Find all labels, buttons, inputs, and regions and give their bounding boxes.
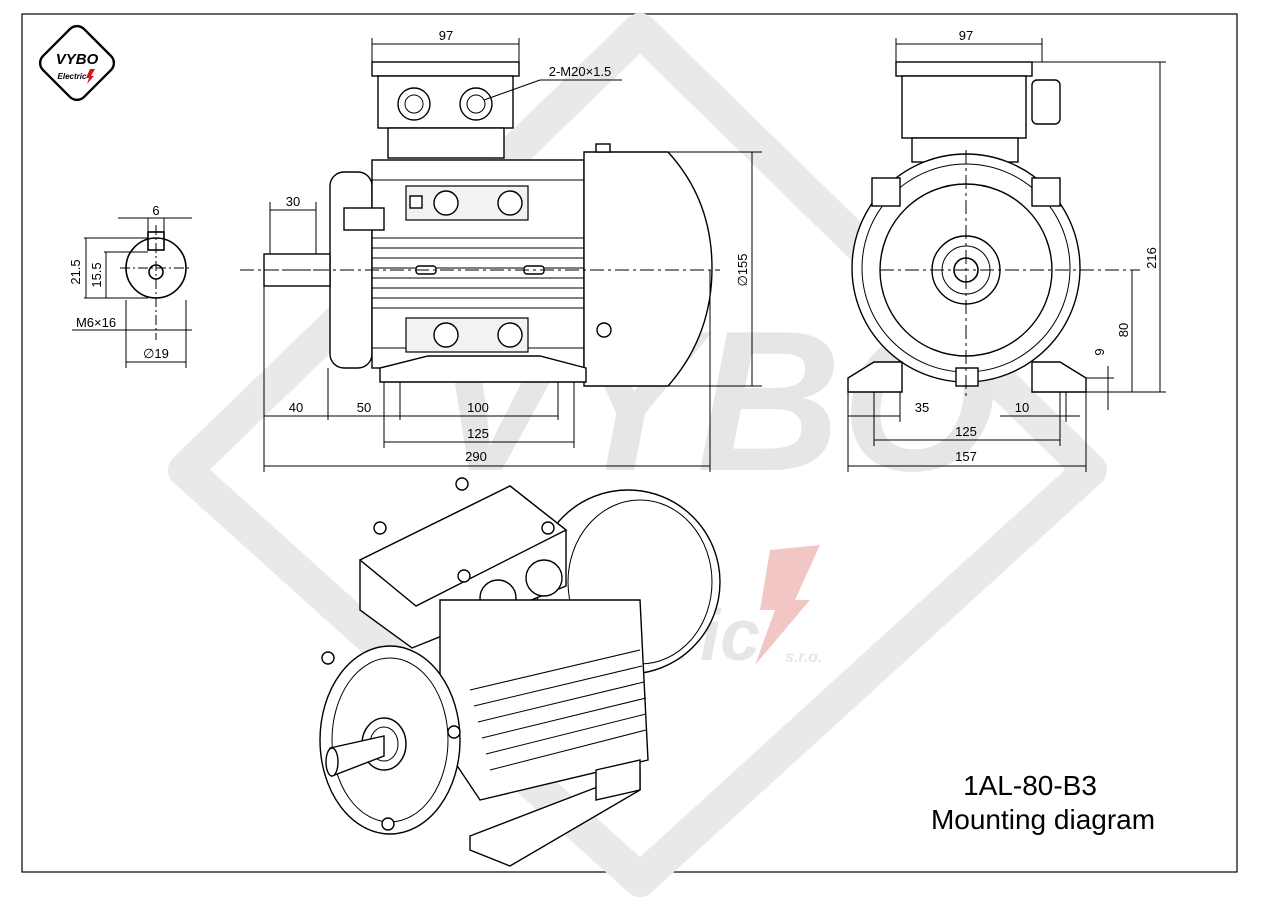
- dim-key-width: 6: [152, 203, 159, 218]
- dim-total-height: 216: [1144, 247, 1159, 269]
- shaft-section-view: 6 21.5 15.5 M6×16 ∅19: [68, 203, 192, 368]
- model-title: 1AL-80-B3: [963, 770, 1097, 801]
- dim-body-diameter: ∅155: [735, 253, 750, 286]
- watermark-bolt-icon: [755, 545, 820, 665]
- dim-terminal-box-width-side: 97: [439, 28, 453, 43]
- diagram-subtitle: Mounting diagram: [931, 804, 1155, 835]
- dim-shaft-to-flange: 40: [289, 400, 303, 415]
- dim-thread: M6×16: [76, 315, 116, 330]
- dim-height-inner: 15.5: [89, 262, 104, 287]
- dim-foot-length: 125: [467, 426, 489, 441]
- label-cable-gland: 2-M20×1.5: [549, 64, 612, 79]
- side-view: 97 2-M20×1.5 30 ∅155 40 50 100 125 290: [240, 28, 762, 472]
- logo-bolt-icon: [86, 69, 95, 84]
- iso-fins: [469, 649, 647, 771]
- title-block: 1AL-80-B3 Mounting diagram: [931, 770, 1155, 835]
- watermark-suffix: s.r.o.: [785, 649, 822, 666]
- dim-shaft-height: 80: [1116, 323, 1131, 337]
- dim-hole-diameter: 10: [1015, 400, 1029, 415]
- logo-brand: VYBO: [56, 51, 99, 68]
- dim-flange-to-foot: 50: [357, 400, 371, 415]
- dim-foot-thickness: 9: [1092, 348, 1107, 355]
- dim-total-length: 290: [465, 449, 487, 464]
- dim-shaft-length: 30: [286, 194, 300, 209]
- dim-total-width: 157: [955, 449, 977, 464]
- dim-height-total: 21.5: [68, 259, 83, 284]
- dim-terminal-box-width-front: 97: [959, 28, 973, 43]
- front-view: 97 216 80 9 35 10 125 157: [847, 28, 1166, 472]
- isometric-view: [319, 477, 721, 867]
- dim-foot-width: 35: [915, 400, 929, 415]
- dim-foot-hole-spacing: 100: [467, 400, 489, 415]
- brand-logo: VYBO Electric: [38, 24, 116, 102]
- logo-sub: Electric: [58, 72, 87, 81]
- dim-shaft-diameter: ∅19: [143, 346, 169, 361]
- dim-hole-spacing: 125: [955, 424, 977, 439]
